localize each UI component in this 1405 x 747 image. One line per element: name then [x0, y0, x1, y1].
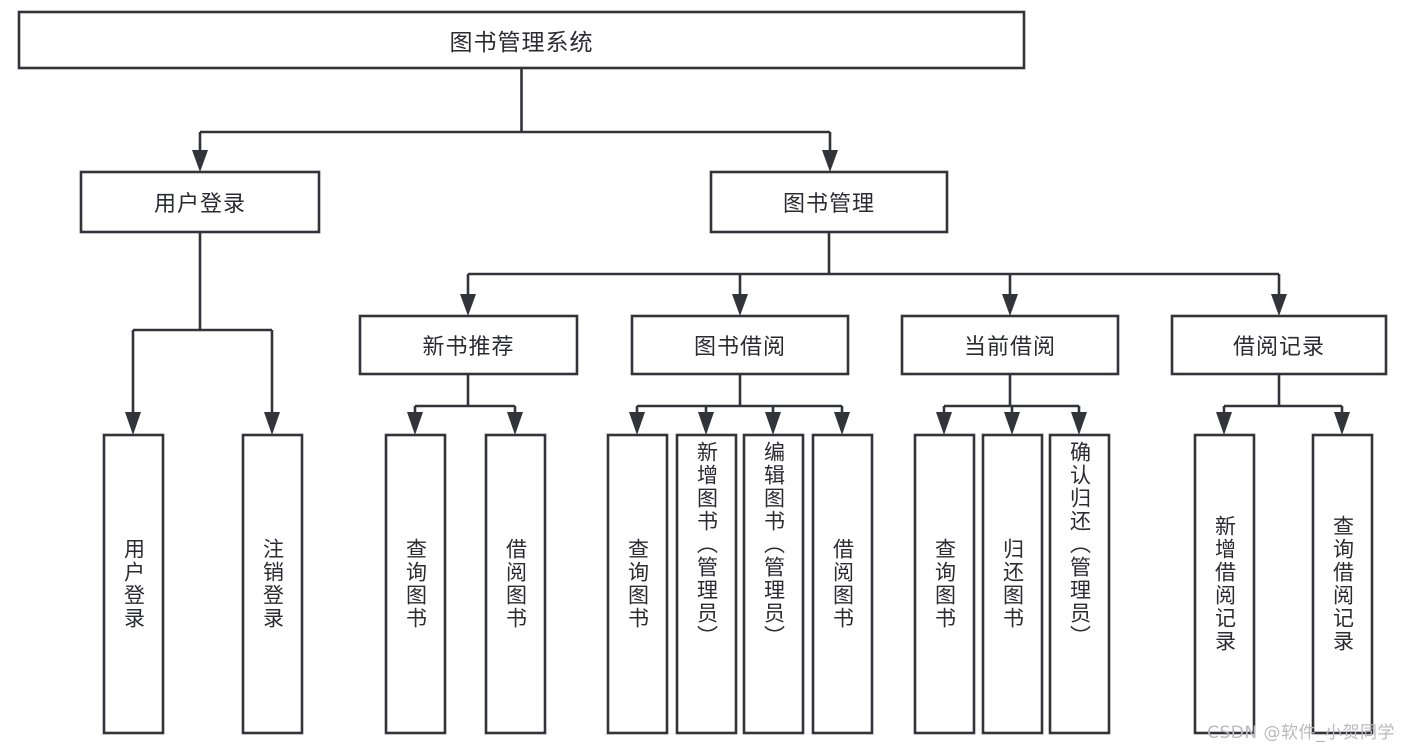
node-level1-user-login[interactable] — [79, 170, 321, 234]
arrow-head-leaf-borrow-book-1 — [507, 412, 523, 435]
node-leaf-borrow-book-newbook[interactable] — [484, 433, 547, 735]
arrow-head-leaf-query-book-3 — [936, 412, 952, 435]
node-level2-borrowing-record[interactable] — [1170, 314, 1388, 376]
arrow-head-leaf-logout — [264, 412, 280, 435]
node-leaf-query-book-borrowing[interactable] — [606, 433, 669, 735]
arrow-head-book-borrow — [732, 294, 748, 316]
arrow-head-leaf-edit-book — [765, 412, 781, 435]
arrow-head-leaf-query-book-2 — [629, 412, 645, 435]
node-leaf-add-book-admin[interactable] — [675, 433, 738, 735]
arrow-head-leaf-add-record — [1216, 412, 1232, 435]
connector-layer — [125, 68, 1350, 435]
arrow-head-borrow-record — [1271, 294, 1287, 316]
node-leaf-user-login[interactable] — [102, 433, 165, 735]
node-level2-book-borrowing[interactable] — [630, 314, 850, 376]
node-leaf-confirm-return-admin[interactable] — [1048, 433, 1111, 735]
node-level2-new-book-recommendation[interactable] — [358, 314, 579, 376]
node-leaf-add-borrow-record[interactable] — [1193, 433, 1256, 735]
node-leaf-query-book-current[interactable] — [913, 433, 976, 735]
arrow-head-leaf-user-login — [125, 412, 141, 435]
node-level1-book-management[interactable] — [709, 170, 949, 234]
arrow-head-leaf-return-book — [1004, 412, 1020, 435]
arrow-head-leaf-borrow-book-2 — [834, 412, 850, 435]
arrow-head-book-mgmt — [822, 150, 838, 172]
arrow-head-leaf-confirm-return — [1071, 412, 1087, 435]
arrow-head-user-login — [192, 150, 208, 172]
node-leaf-borrow-book-borrowing[interactable] — [811, 433, 874, 735]
arrow-head-leaf-add-book — [698, 412, 714, 435]
arrow-head-leaf-query-book-1 — [407, 412, 423, 435]
node-leaf-logout[interactable] — [241, 433, 304, 735]
node-root-book-management-system[interactable] — [17, 10, 1026, 70]
node-leaf-return-book[interactable] — [981, 433, 1044, 735]
node-leaf-edit-book-admin[interactable] — [742, 433, 805, 735]
node-level2-current-borrowing[interactable] — [900, 314, 1120, 376]
arrow-head-new-book-rec — [460, 294, 476, 316]
node-leaf-query-borrow-record[interactable] — [1311, 433, 1374, 735]
arrow-head-leaf-query-record — [1334, 412, 1350, 435]
arrow-head-current-borrow — [1002, 294, 1018, 316]
node-box-layer — [17, 10, 1388, 735]
node-leaf-query-book-newbook[interactable] — [384, 433, 447, 735]
